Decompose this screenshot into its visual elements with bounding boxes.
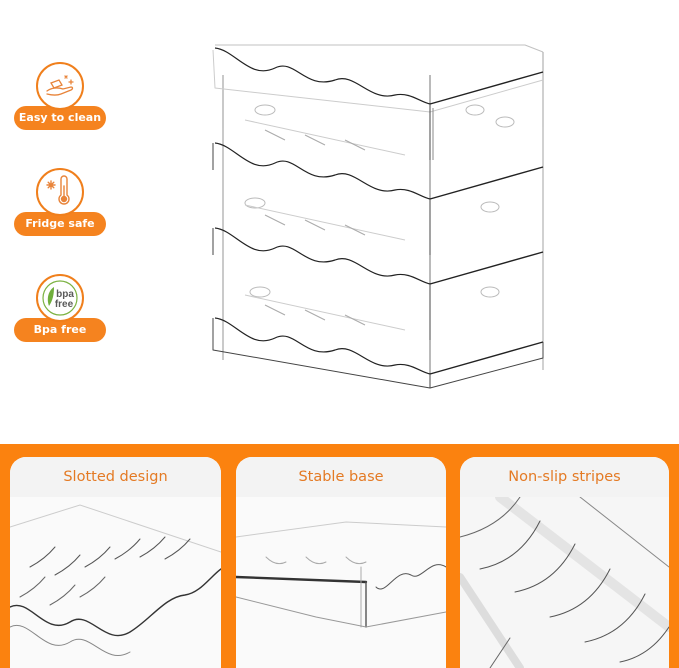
bpa-free-leaf-icon: bpa free: [36, 274, 84, 322]
base-tray-image: [236, 497, 446, 668]
detail-card-stable-base: Stable base: [236, 457, 446, 668]
card-title: Non-slip stripes: [460, 457, 669, 497]
clean-hands-icon: [36, 62, 84, 110]
feature-label: Easy to clean: [14, 106, 106, 130]
feature-label: Bpa free: [14, 318, 106, 342]
card-title: Slotted design: [10, 457, 221, 497]
svg-text:bpa: bpa: [56, 289, 74, 300]
detail-card-non-slip-stripes: Non-slip stripes: [460, 457, 669, 668]
detail-card-slotted-design: Slotted design: [10, 457, 221, 668]
wine-rack-product-image: [205, 40, 555, 420]
card-title: Stable base: [236, 457, 446, 497]
slotted-tray-image: [10, 497, 221, 668]
feature-label: Fridge safe: [14, 212, 106, 236]
stripes-closeup-image: [460, 497, 669, 668]
thermometer-snowflake-icon: [36, 168, 84, 216]
svg-text:free: free: [55, 299, 74, 310]
